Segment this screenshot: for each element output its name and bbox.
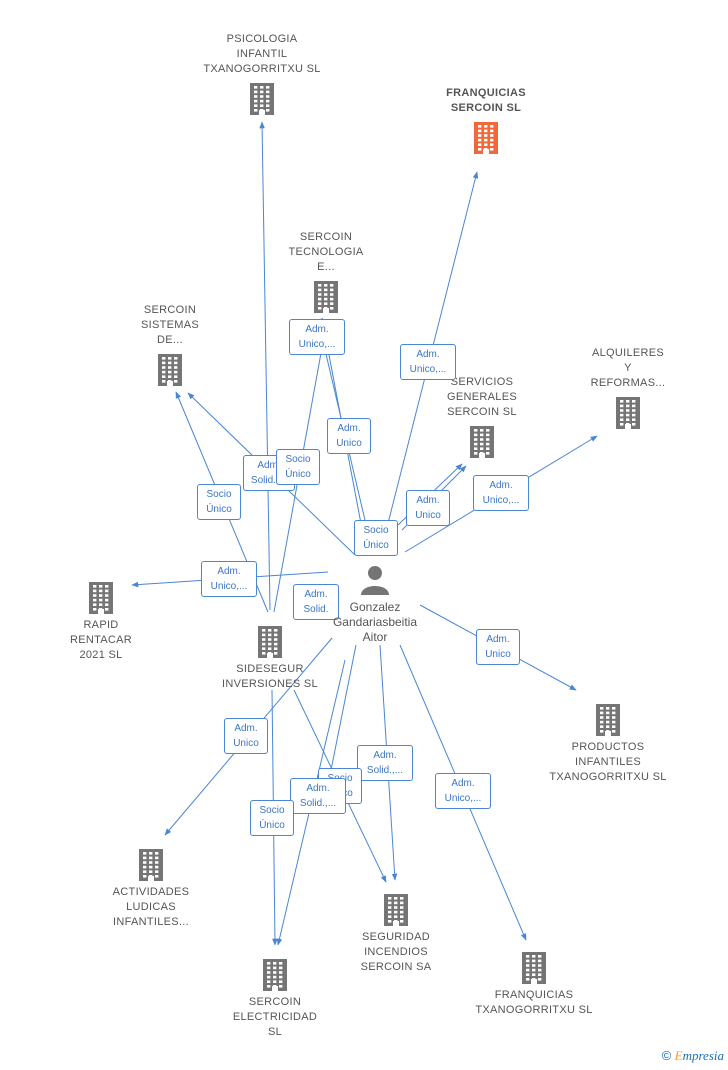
building-icon xyxy=(158,354,182,386)
building-icon xyxy=(258,626,282,658)
building-icon xyxy=(384,894,408,926)
empresia-logo[interactable]: © Empresia xyxy=(661,1048,724,1063)
edge-role-label[interactable]: Adm.Unico,... xyxy=(473,475,529,511)
building-icon xyxy=(89,582,113,614)
edge-role-label[interactable]: Adm.Unico xyxy=(406,490,450,526)
building-icon xyxy=(474,122,498,154)
edge-role-label[interactable]: Adm.Unico,... xyxy=(435,773,491,809)
edge-line-0 xyxy=(259,121,271,611)
edge-role-label[interactable]: Adm.Unico xyxy=(476,629,520,665)
edge-role-label[interactable]: Adm.Solid.,... xyxy=(290,778,346,814)
building-icon xyxy=(596,704,620,736)
building-icon xyxy=(250,83,274,115)
edge-role-label[interactable]: Adm.Solid. xyxy=(293,584,339,620)
person-name: Gonzalez Gandariasbeitia Aitor xyxy=(332,600,418,644)
building-icon xyxy=(470,426,494,458)
edge-role-label[interactable]: Adm.Unico,... xyxy=(201,561,257,597)
building-icon xyxy=(314,281,338,313)
edge-role-label[interactable]: Adm.Solid.,... xyxy=(357,745,413,781)
person-node[interactable]: Gonzalez Gandariasbeitia Aitor xyxy=(315,563,435,645)
building-icon xyxy=(139,849,163,881)
person-icon xyxy=(361,566,389,595)
edge-role-label[interactable]: Adm.Unico,... xyxy=(400,344,456,380)
edge-role-label[interactable]: Adm.Unico xyxy=(224,718,268,754)
building-icon xyxy=(263,959,287,991)
edge-role-label[interactable]: Adm.Unico xyxy=(327,418,371,454)
building-icon xyxy=(616,397,640,429)
edge-role-label[interactable]: Adm.Unico,... xyxy=(289,319,345,355)
building-icon xyxy=(522,952,546,984)
